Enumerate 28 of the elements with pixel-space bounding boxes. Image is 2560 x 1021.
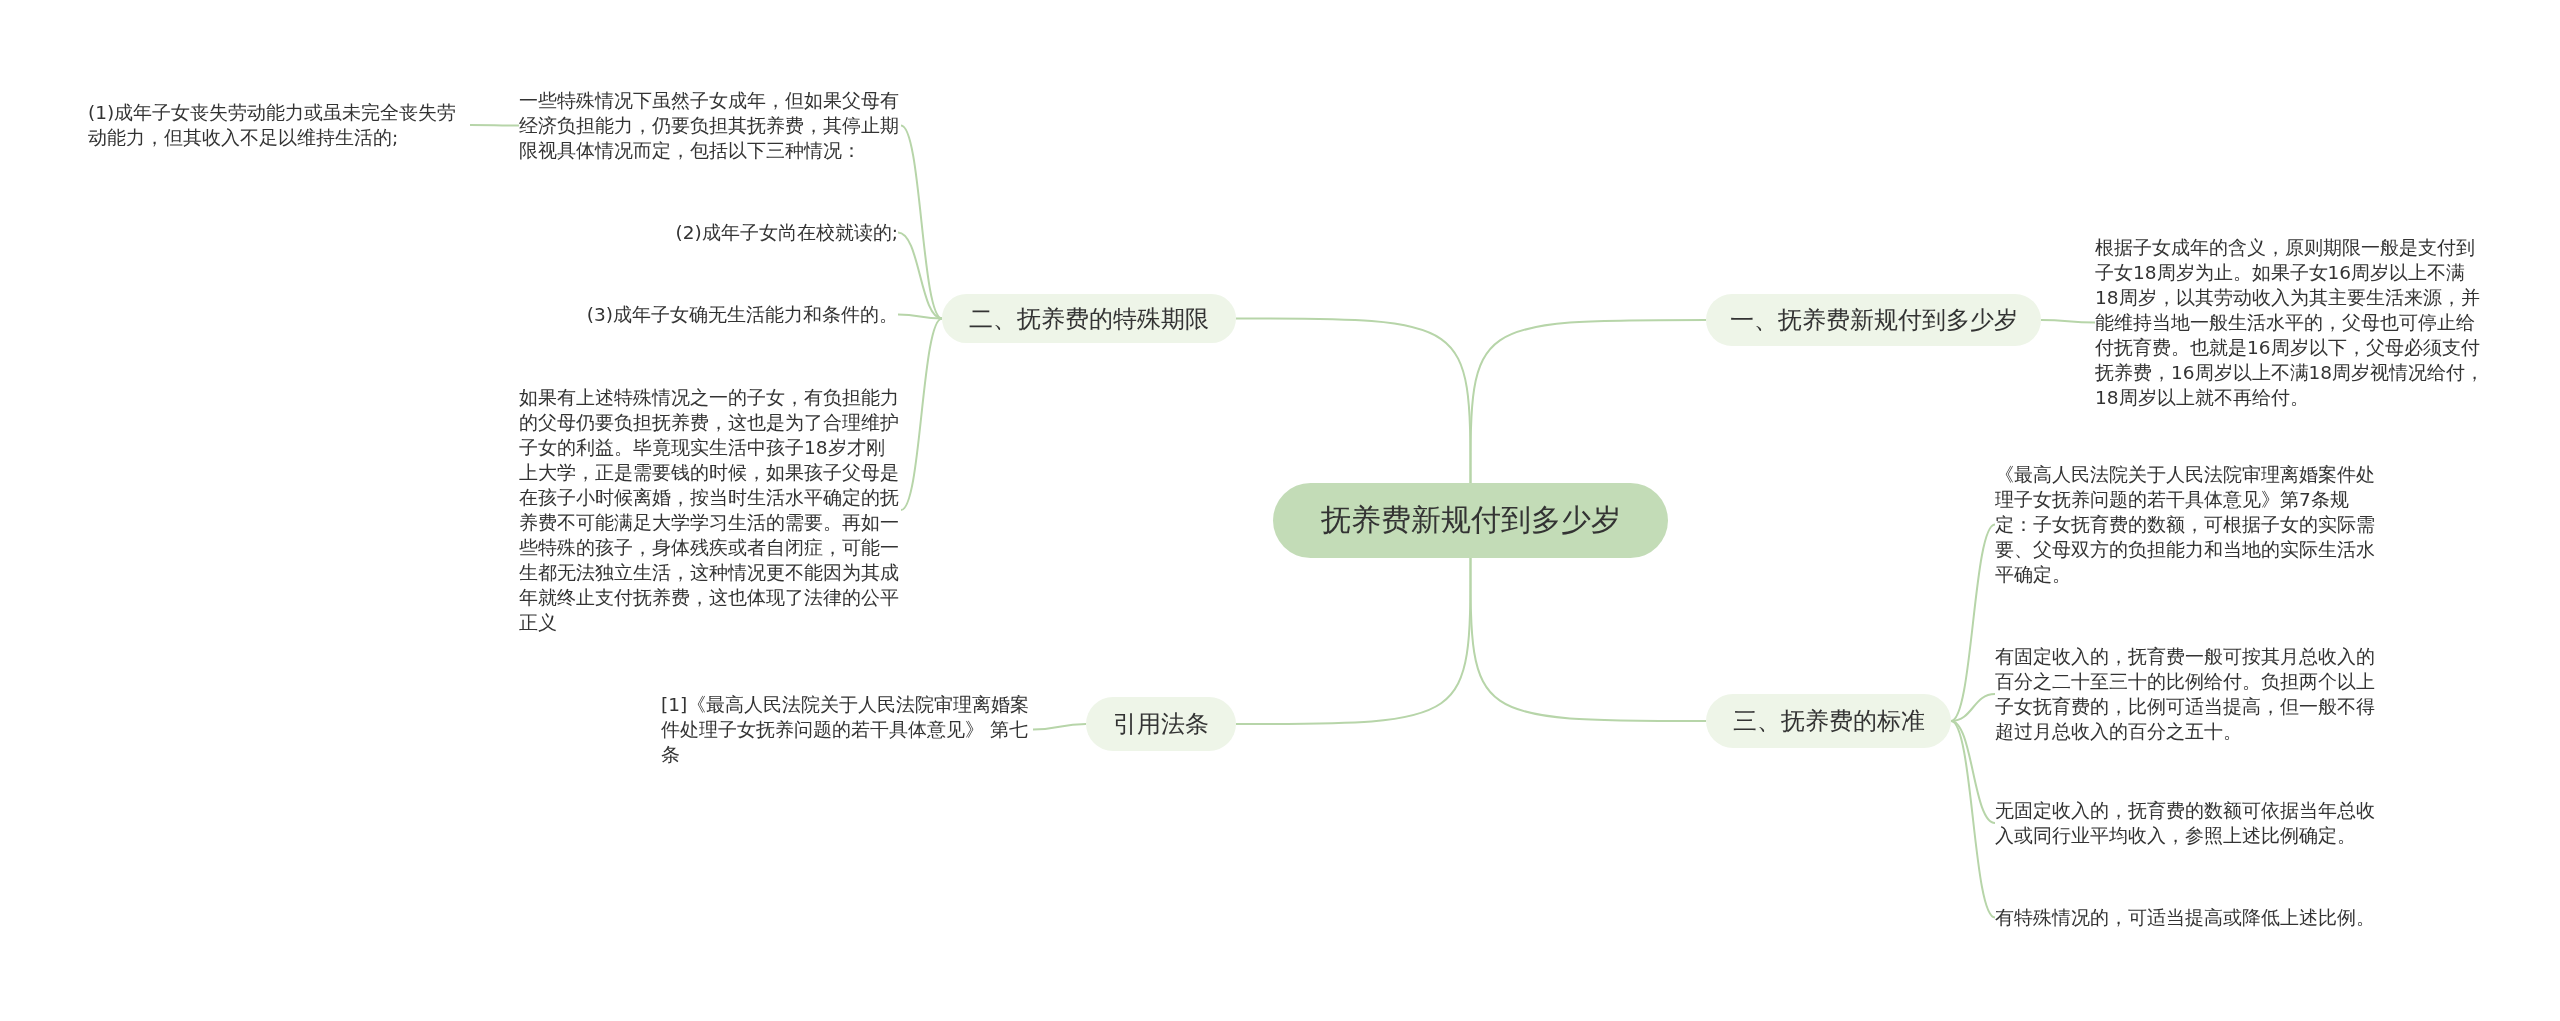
text-note: 一些特殊情况下虽然子女成年，但如果父母有经济负担能力，仍要负担其抚养费，其停止期限视具体情况而定，包括以下三种情况：: [519, 88, 901, 163]
connector-line: [1469, 319, 1707, 484]
text-note: 有固定收入的，抚育费一般可按其月总收入的百分之二十至三十的比例给付。负担两个以上子女抚育费的，比例可适当提高，但一般不得超过月总收入的百分之五十。: [1995, 644, 2381, 744]
text-note: (3)成年子女确无生活能力和条件的。: [520, 302, 898, 327]
text-note: 根据子女成年的含义，原则期限一般是支付到子女18周岁为止。如果子女16周岁以上不满18周岁，以其劳动收入为其主要生活来源，并能维持当地一般生活水平的，父母也可停止给付抚育费。也就是16周岁以下，父母必须支付抚养费，16周岁以上不满18周岁视情况给付，18周岁以上就不再给付。: [2095, 235, 2487, 410]
branch-topic: 引用法条: [1086, 697, 1236, 751]
connector-line: [2040, 319, 2096, 324]
connector-line: [469, 124, 520, 127]
connector-line: [1950, 523, 1996, 722]
connector-line: [1950, 720, 1996, 824]
text-note: 无固定收入的，抚育费的数额可依据当年总收入或同行业平均收入，参照上述比例确定。: [1995, 798, 2381, 848]
text-note: 《最高人民法院关于人民法院审理离婚案件处理子女抚养问题的若干具体意见》第7条规定：子女抚育费的数额，可根据子女的实际需要、父母双方的负担能力和当地的实际生活水平确定。: [1995, 462, 2381, 587]
connector-line: [1469, 557, 1707, 722]
central-topic: 抚养费新规付到多少岁: [1273, 483, 1668, 558]
text-note: 有特殊情况的，可适当提高或降低上述比例。: [1995, 905, 2381, 930]
text-note: 如果有上述特殊情况之一的子女，有负担能力的父母仍要负担抚养费，这也是为了合理维护子女的利益。毕竟现实生活中孩子18岁才刚上大学，正是需要钱的时候，如果孩子父母是在孩子小时候离婚，按当时生活水平确定的抚养费不可能满足大学学习生活的需要。再如一些特殊的孩子，身体残疾或者自闭症，可能一生都无法独立生活，这种情况更不能因为其成年就终止支付抚养费，这也体现了法律的公平正义: [519, 385, 901, 635]
branch-topic: 二、抚养费的特殊期限: [942, 294, 1236, 343]
text-note: (2)成年子女尚在校就读的;: [600, 220, 898, 245]
branch-topic: 一、抚养费新规付到多少岁: [1706, 294, 2041, 346]
text-note: (1)成年子女丧失劳动能力或虽未完全丧失劳动能力，但其收入不足以维持生活的;: [88, 100, 470, 150]
connector-line: [1235, 557, 1472, 725]
connector-line: [900, 124, 943, 320]
connector-line: [900, 317, 943, 511]
connector-line: [1032, 723, 1087, 731]
connector-line: [1235, 317, 1472, 484]
connector-line: [1950, 720, 1996, 919]
branch-topic: 三、抚养费的标准: [1706, 694, 1951, 748]
text-note: [1]《最高人民法院关于人民法院审理离婚案件处理子女抚养问题的若干具体意见》 第七条: [661, 692, 1033, 767]
